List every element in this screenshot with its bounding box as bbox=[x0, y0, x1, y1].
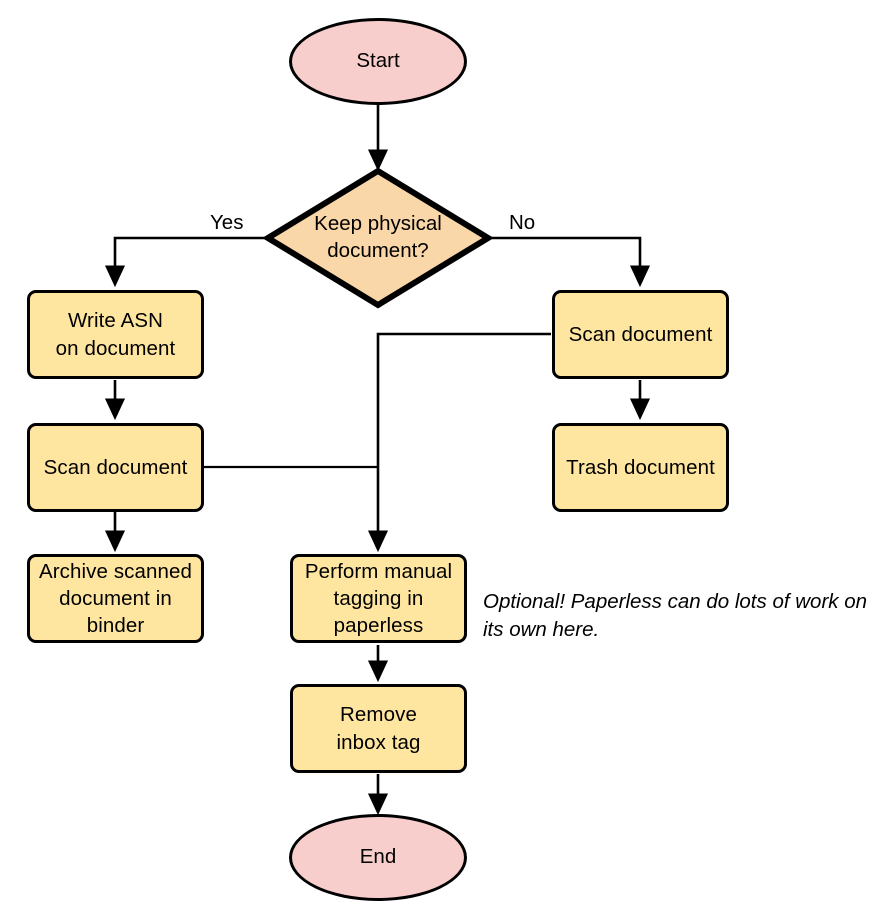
node-write-asn-on-document[interactable]: Write ASN on document bbox=[27, 290, 204, 379]
edge-label-yes: Yes bbox=[210, 211, 243, 235]
node-start-label: Start bbox=[356, 49, 400, 73]
node-perform-manual-tagging-label: Perform manual tagging in paperless bbox=[304, 559, 453, 638]
node-end-label: End bbox=[359, 845, 397, 869]
edge-scan-right-to-tagging bbox=[367, 332, 551, 553]
node-trash-document[interactable]: Trash document bbox=[552, 423, 729, 512]
node-scan-document-left-label: Scan document bbox=[43, 455, 188, 479]
node-scan-document-right[interactable]: Scan document bbox=[552, 290, 729, 379]
node-end[interactable]: End bbox=[289, 814, 467, 901]
node-decision-keep-physical-document[interactable]: Keep physical document? bbox=[264, 167, 492, 309]
node-archive-label: Archive scanned document in binder bbox=[38, 559, 193, 638]
node-archive-scanned-document[interactable]: Archive scanned document in binder bbox=[27, 554, 204, 643]
edge-label-no: No bbox=[509, 211, 535, 235]
node-remove-inbox-tag-label: Remove inbox tag bbox=[336, 703, 421, 754]
edge-label-no-text: No bbox=[509, 211, 536, 234]
edge-decision-yes-to-write-asn bbox=[104, 236, 268, 288]
node-decision-label: Keep physical document? bbox=[314, 212, 442, 262]
node-scan-document-right-label: Scan document bbox=[568, 322, 713, 346]
node-write-asn-label: Write ASN on document bbox=[55, 309, 176, 360]
node-start[interactable]: Start bbox=[289, 18, 467, 105]
node-remove-inbox-tag[interactable]: Remove inbox tag bbox=[290, 684, 467, 773]
node-trash-document-label: Trash document bbox=[566, 455, 715, 479]
node-perform-manual-tagging[interactable]: Perform manual tagging in paperless bbox=[290, 554, 467, 643]
edge-decision-no-to-scan-right bbox=[489, 236, 651, 288]
edge-label-yes-text: Yes bbox=[210, 211, 244, 234]
node-scan-document-left[interactable]: Scan document bbox=[27, 423, 204, 512]
diamond-shape bbox=[264, 167, 492, 309]
annotation-optional-note-text: Optional! Paperless can do lots of work … bbox=[483, 590, 868, 641]
annotation-optional-note: Optional! Paperless can do lots of work … bbox=[483, 588, 888, 643]
